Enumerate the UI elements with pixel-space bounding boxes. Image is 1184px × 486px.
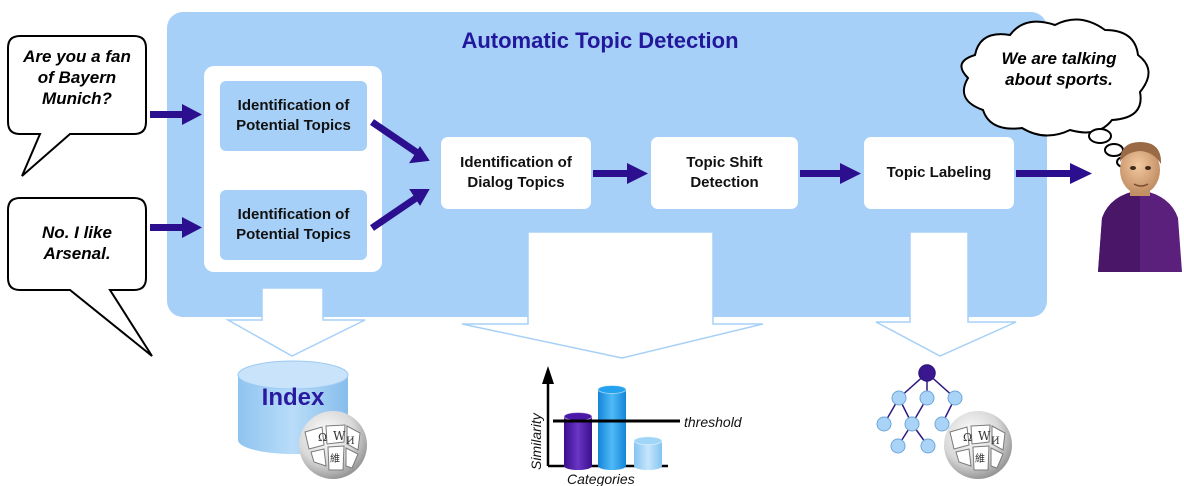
svg-text:W: W: [333, 429, 346, 443]
svg-text:Ω: Ω: [318, 431, 327, 444]
svg-text:Ω: Ω: [963, 431, 972, 444]
svg-text:И: И: [346, 436, 355, 447]
topic-labeling-box: Topic Labeling: [864, 137, 1014, 209]
thought-bubble: [960, 18, 1150, 168]
topic-tree-icon: [876, 364, 963, 454]
topic-shift-detection-box: Topic Shift Detection: [651, 137, 798, 209]
chart-bar-2: [597, 385, 627, 470]
down-arrows: [225, 231, 1017, 359]
speech-bubble-1-text: Are you a fan of Bayern Munich?: [23, 47, 131, 108]
avatar-person: [1098, 142, 1182, 272]
chart-y-label: Similarity: [528, 412, 544, 470]
wikipedia-globe-icon: Ω W И 維: [944, 411, 1012, 479]
speech-bubble-1: [7, 35, 147, 177]
pipeline-arrows: [593, 163, 1092, 184]
chart-threshold-label: threshold: [684, 414, 743, 430]
potential-topics-box-1: Identification of Potential Topics: [220, 81, 367, 151]
thought-bubble-text: We are talking about sports.: [1001, 49, 1117, 89]
diagram-title: Automatic Topic Detection: [461, 28, 739, 53]
speech-bubble-2: [7, 197, 153, 357]
wikipedia-globe-icon: Ω W И 維: [299, 411, 367, 479]
svg-text:W: W: [978, 429, 991, 443]
dialog-topics-box: Identification of Dialog Topics: [441, 137, 591, 209]
svg-text:維: 維: [330, 452, 340, 465]
similarity-chart: [542, 366, 680, 470]
potential-topics-box-2: Identification of Potential Topics: [220, 190, 367, 260]
chart-bar-1: [563, 412, 593, 470]
converging-arrows: [370, 119, 430, 231]
input-arrows: [150, 104, 202, 238]
speech-bubble-2-text: No. I like Arsenal.: [42, 223, 112, 263]
svg-text:И: И: [991, 436, 1000, 447]
chart-bar-3: [633, 436, 663, 470]
index-label: Index: [261, 384, 325, 411]
chart-x-label: Categories: [567, 471, 635, 486]
svg-text:維: 維: [975, 452, 985, 465]
